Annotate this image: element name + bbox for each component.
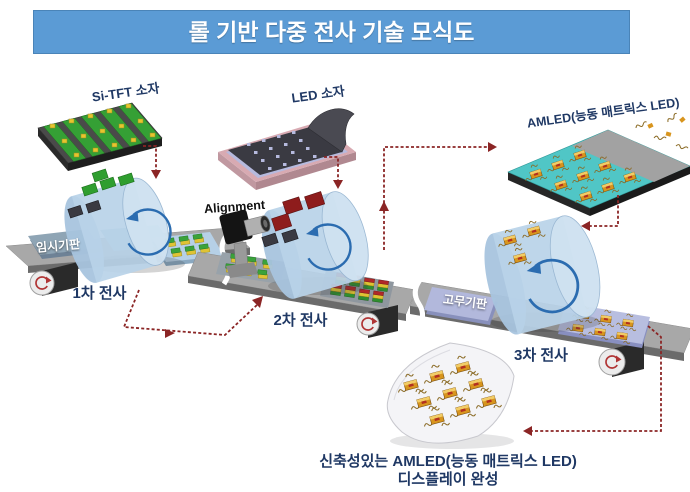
- transfer-roller-3: [484, 215, 601, 335]
- arrow-stage2-to-amled: [383, 146, 488, 250]
- si-tft-device: [37, 102, 163, 171]
- process-arrows: [122, 142, 662, 436]
- stage1-label: 1차 전사: [72, 285, 127, 302]
- final-display: [386, 342, 515, 449]
- transfer-roller-2: [261, 191, 369, 299]
- final-caption: 신축성있는 AMLED(능동 매트릭스 LED) 디스플레이 완성: [307, 453, 589, 489]
- arrow-stage1-to-stage2: [122, 289, 259, 336]
- title-banner: 롤 기반 다중 전사 기술 모식도: [33, 10, 630, 54]
- transfer-roller-1: [64, 168, 185, 283]
- arrow-amled-to-roller3: [590, 195, 619, 227]
- arrow-stage3-to-final: [532, 325, 662, 432]
- alignment-camera: [219, 209, 271, 278]
- led-device: [218, 108, 356, 190]
- rubber-substrate-plate: [424, 287, 498, 325]
- amled-device: [507, 112, 690, 216]
- final-caption-line2: 디스플레이 완성: [397, 471, 499, 488]
- stage3-label: 3차 전사: [514, 347, 568, 364]
- final-caption-line1: 신축성있는 AMLED(능동 매트릭스 LED): [319, 453, 577, 470]
- belt-junction-2: [412, 278, 425, 332]
- arrow-sitft-to-roller1: [143, 145, 157, 170]
- stage2-label: 2차 전사: [273, 312, 328, 329]
